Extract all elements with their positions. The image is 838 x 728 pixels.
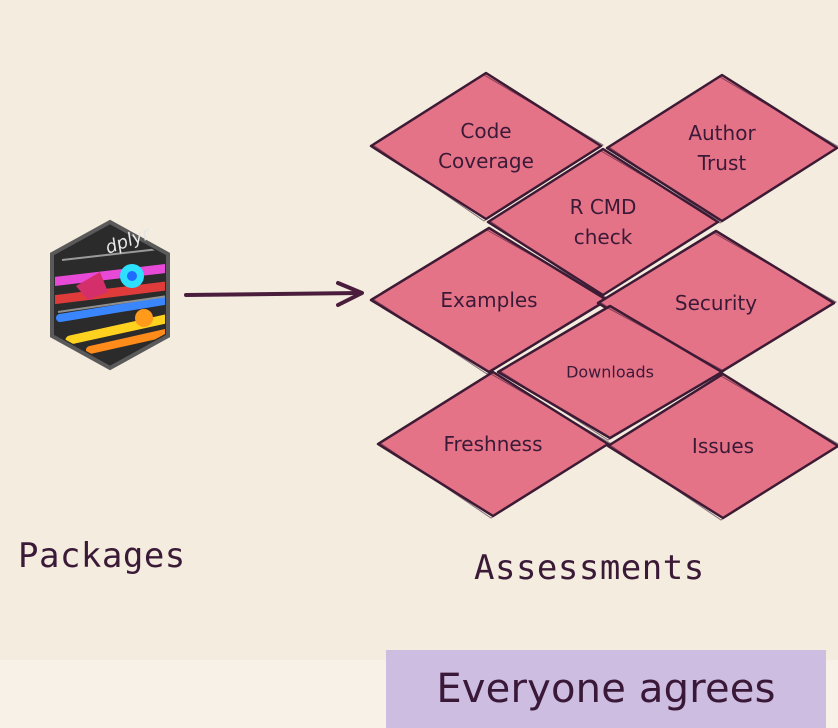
assessment-freshness: Freshness [376,370,611,519]
packages-label: Packages [18,536,186,576]
diamond-sketch-outline [499,307,726,441]
diamond-sketch-outline [372,229,610,375]
assessment-label: Downloads [566,363,654,382]
diamond-sketch-outline [379,373,611,519]
assessment-label: Freshness [443,432,542,456]
assessment-label: R CMD [570,195,637,219]
assessment-label: Issues [692,434,754,458]
assessment-label: check [574,225,633,249]
assessment-label: Author [688,121,756,145]
dplyr-hex-logo: dplyr [50,219,170,371]
assessments-label: Assessments [474,548,705,588]
assessment-label: Examples [440,288,537,312]
diamond-sketch-outline [609,375,838,521]
diamond-sketch-outline [608,76,838,224]
assessment-examples: Examples [369,226,610,375]
everyone-agrees-banner: Everyone agrees [386,650,826,728]
assessment-label: Coverage [438,149,534,173]
diamond-sketch-outline [372,74,604,222]
arrow-packages-to-assessments [184,281,364,307]
assessment-label: Security [675,291,757,315]
assessment-label: Code [460,119,511,143]
assessment-issues: Issues [606,372,838,521]
assessment-label: Trust [697,151,747,175]
assessment-downloads: Downloads [496,304,726,441]
assessment-r-cmd-check: R CMD check [486,147,721,298]
